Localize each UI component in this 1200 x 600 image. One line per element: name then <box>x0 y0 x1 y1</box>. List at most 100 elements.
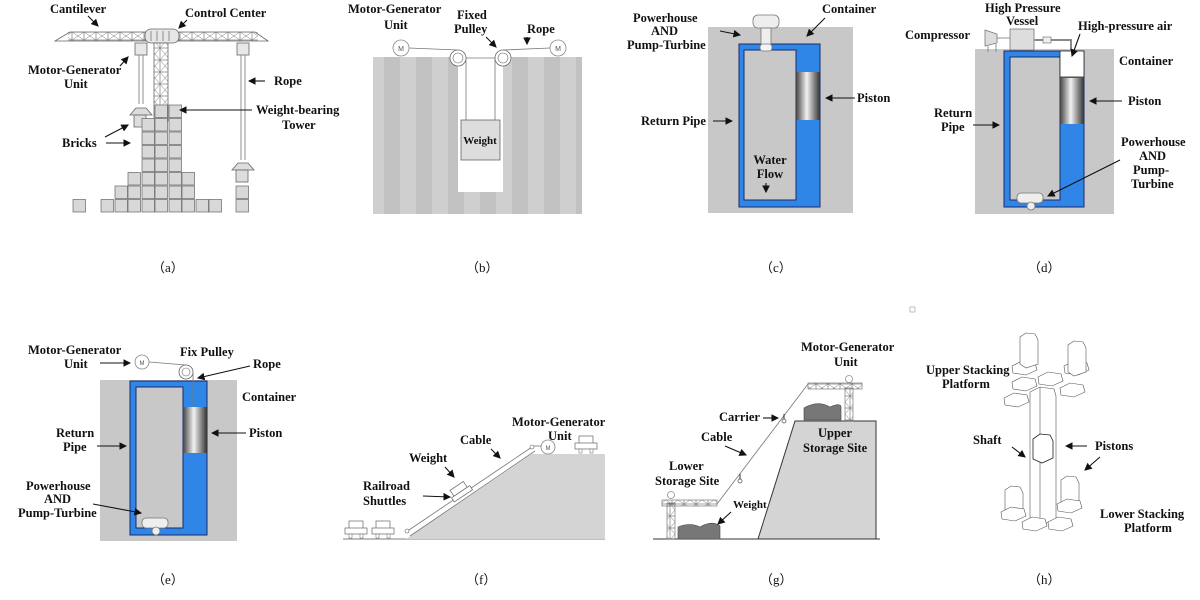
compressor <box>984 29 998 47</box>
panel-a-gravity-tower: Cantilever Control Center Motor-Generato… <box>28 2 340 275</box>
brick <box>114 199 128 213</box>
label-weight: Weight <box>733 499 767 511</box>
high-pressure-vessel <box>1009 28 1035 51</box>
valve <box>1042 36 1052 44</box>
label-cable: Cable <box>701 430 733 444</box>
svg-text:Weight: Weight <box>463 135 497 147</box>
shuttle-ground-1 <box>344 520 368 539</box>
brick <box>141 199 155 213</box>
brick <box>154 118 168 132</box>
label-rope: Rope <box>527 22 555 36</box>
label-return-pipe: Return Pipe <box>641 114 706 128</box>
label-motor-generator: Motor-Generator <box>801 340 895 354</box>
brick <box>114 185 128 199</box>
caption-g: （g） <box>760 572 793 587</box>
svg-text:Unit: Unit <box>64 357 88 371</box>
svg-text:M: M <box>140 361 145 367</box>
brick <box>127 199 141 213</box>
label-piston: Piston <box>249 426 282 440</box>
label-weight: Weight <box>409 451 448 465</box>
label-water-flow: Water <box>753 153 787 167</box>
label-lower-stacking-platform: Lower Stacking <box>1100 507 1185 521</box>
label-rope: Rope <box>253 357 281 371</box>
brick <box>208 199 222 213</box>
label-carrier: Carrier <box>719 410 760 424</box>
label-railroad-shuttles: Railroad <box>363 479 410 493</box>
label-motor-generator: Motor-Generator <box>348 2 442 16</box>
caption-d: （d） <box>1028 260 1061 275</box>
brick <box>72 199 86 213</box>
label-motor-generator: Motor-Generator <box>28 343 122 357</box>
small-square-marker <box>909 306 916 313</box>
svg-text:Pipe: Pipe <box>63 440 87 454</box>
caption-h: （h） <box>1028 572 1061 587</box>
panel-b-shaft-weight: M M Weight Motor-Generator Unit Fixed Pu… <box>348 2 582 275</box>
piston-in-shaft <box>1032 433 1054 464</box>
weight-block <box>460 119 501 161</box>
powerhouse-pump-turbine <box>1016 192 1044 204</box>
label-weight-bearing-tower: Weight-bearing <box>256 103 340 117</box>
brick <box>127 185 141 199</box>
brick <box>181 185 195 199</box>
label-upper-stacking-platform: Upper Stacking <box>926 363 1010 377</box>
brick <box>168 185 182 199</box>
motor-generator-unit <box>845 375 853 383</box>
svg-text:Pump-Turbine: Pump-Turbine <box>18 506 97 520</box>
label-return-pipe: Return <box>56 426 94 440</box>
svg-text:AND: AND <box>651 24 678 38</box>
label-cantilever: Cantilever <box>50 2 107 16</box>
svg-text:M: M <box>398 46 404 53</box>
brick <box>141 185 155 199</box>
brick <box>235 199 249 213</box>
caption-f: （f） <box>466 572 496 587</box>
svg-text:Pump-Turbine: Pump-Turbine <box>627 38 706 52</box>
svg-text:Pump-: Pump- <box>1133 163 1169 177</box>
caption-b: （b） <box>466 260 499 275</box>
svg-text:AND: AND <box>1139 149 1166 163</box>
svg-text:Tower: Tower <box>282 118 316 132</box>
label-powerhouse: Powerhouse <box>633 11 698 25</box>
label-shaft: Shaft <box>973 433 1002 447</box>
brick <box>168 104 182 118</box>
label-piston: Piston <box>857 91 890 105</box>
label-motor-generator: Motor-Generator <box>512 415 606 429</box>
label-container: Container <box>822 2 877 16</box>
powerhouse-pump-turbine <box>141 517 169 529</box>
label-powerhouse: Powerhouse <box>1121 135 1186 149</box>
label-lower-storage-site: Lower <box>669 459 704 473</box>
brick <box>154 145 168 159</box>
label-pistons: Pistons <box>1095 439 1133 453</box>
svg-text:Shuttles: Shuttles <box>363 494 406 508</box>
lower-motor <box>667 491 675 499</box>
label-piston: Piston <box>1128 94 1161 108</box>
brick <box>127 172 141 186</box>
motor-generator-unit-left <box>134 42 148 56</box>
svg-text:Platform: Platform <box>942 377 990 391</box>
label-bricks: Bricks <box>62 136 97 150</box>
upper-storage-site <box>757 420 877 540</box>
upper-weight-pile <box>803 403 842 421</box>
svg-text:Unit: Unit <box>384 18 408 32</box>
upper-piston-right <box>1067 340 1087 377</box>
lower-platform-hex <box>1000 506 1027 522</box>
label-powerhouse: Powerhouse <box>26 479 91 493</box>
panel-f-railroad: M Motor-Generator Unit Cable Weight Rail… <box>343 415 606 587</box>
brick <box>168 145 182 159</box>
svg-text:Storage Site: Storage Site <box>803 441 868 455</box>
brick <box>168 158 182 172</box>
svg-text:M: M <box>555 46 561 53</box>
brick <box>168 199 182 213</box>
panel-c-hydraulic-piston: Powerhouse AND Pump-Turbine Container Pi… <box>627 2 890 275</box>
brick <box>154 172 168 186</box>
brick <box>154 158 168 172</box>
panel-d-compressed-air: High Pressure Vessel Compressor High-pre… <box>905 1 1186 275</box>
caption-c: （c） <box>760 260 792 275</box>
svg-text:Pulley: Pulley <box>454 22 488 36</box>
brick <box>154 185 168 199</box>
brick <box>141 131 155 145</box>
label-upper-storage-site: Upper <box>818 426 852 440</box>
powerhouse-pump-turbine <box>752 14 780 29</box>
brick <box>141 118 155 132</box>
fixed-pulley-right <box>494 49 512 67</box>
